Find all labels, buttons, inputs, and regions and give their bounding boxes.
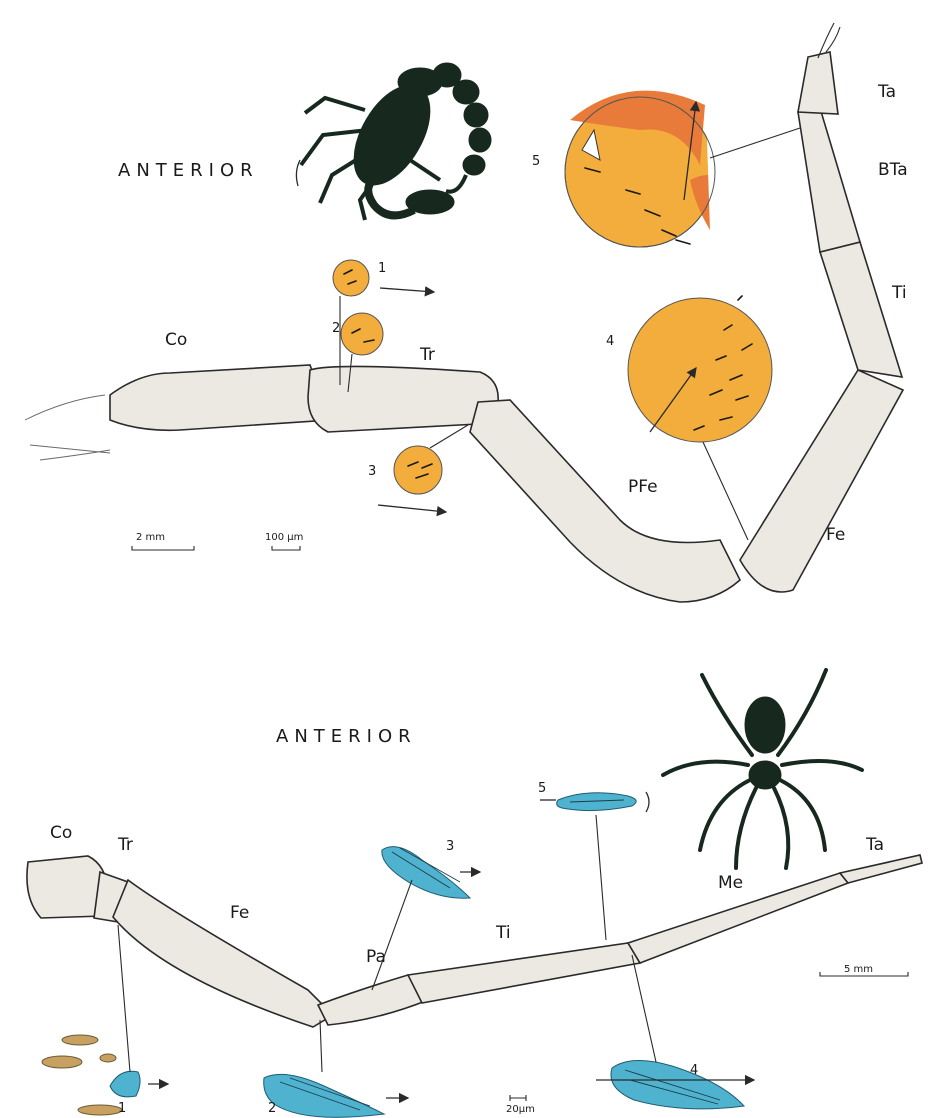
scorpion-basitarsus [798,108,860,252]
spider-label-trochanter: Tr [117,835,133,855]
svg-text:100 µm: 100 µm [265,532,303,543]
spider-anterior-label: ANTERIOR [276,726,417,747]
scorpion-label-tarsus: Ta [877,82,896,102]
spider-scale-bar-um: 20µm [506,1095,535,1115]
svg-text:5 mm: 5 mm [844,964,873,975]
spider-label-patella: Pa [366,947,386,967]
scorpion-inset-5-number: 5 [532,154,540,169]
spider-scale-bar-mm: 5 mm [820,964,908,976]
spider-label-tarsus: Ta [865,835,884,855]
spider-inset-2: 2 [264,1020,408,1117]
spider-label-metatarsus: Me [718,873,743,893]
scorpion-coxa [110,365,330,430]
scorpion-label-tibia: Ti [891,283,907,303]
spider-label-femur: Fe [230,903,249,923]
scorpion-panel: ANTERIOR Co Tr PFe Fe Ti BTa Ta [25,23,908,602]
anterior-bracket [296,160,300,186]
spider-inset-5-number: 5 [538,781,546,796]
scorpion-trochanter [308,366,498,432]
scorpion-label-basitarsus: BTa [878,160,908,180]
scorpion-label-femur: Fe [826,525,845,545]
spider-label-coxa: Co [50,823,72,843]
spider-panel: ANTERIOR [27,670,922,1117]
spider-inset-4: 4 [596,955,754,1109]
svg-text:2 mm: 2 mm [136,532,165,543]
spider-label-tibia: Ti [495,923,511,943]
spider-silhouette-icon [663,670,862,868]
scorpion-inset-3: 3 [368,425,468,512]
scorpion-label-trochanter: Tr [419,345,435,365]
scorpion-label-coxa: Co [165,330,187,350]
scorpion-tarsus [798,52,838,114]
scorpion-label-prefemur: PFe [628,477,658,497]
scorpion-tibia [820,242,902,377]
scorpion-anterior-label: ANTERIOR [118,160,259,181]
spider-inset-4-number: 4 [690,1063,698,1078]
spider-inset-2-number: 2 [268,1101,276,1116]
spider-tibia [408,943,640,1003]
spider-tarsus [840,855,922,883]
scorpion-inset-1-number: 1 [378,261,386,276]
scorpion-femur [740,370,903,592]
scorpion-scale-bar-um: 100 µm [265,532,303,550]
scorpion-leg [25,23,903,602]
scorpion-inset-2-number: 2 [332,321,340,336]
scorpion-inset-5: 5 [532,91,800,247]
scorpion-silhouette-icon [301,63,491,220]
scorpion-inset-4-number: 4 [606,334,614,349]
spider-inset-1: 1 [42,925,168,1116]
spider-femur [113,880,333,1027]
spider-leg [27,855,922,1027]
spider-inset-3-number: 3 [446,839,454,854]
scorpion-scale-bar-mm: 2 mm [132,532,194,550]
spider-inset-1-number: 1 [118,1101,126,1116]
scorpion-inset-4: 4 [606,296,772,540]
scorpion-inset-3-number: 3 [368,464,376,479]
svg-text:20µm: 20µm [506,1104,535,1115]
spider-inset-5: 5 [538,781,649,940]
